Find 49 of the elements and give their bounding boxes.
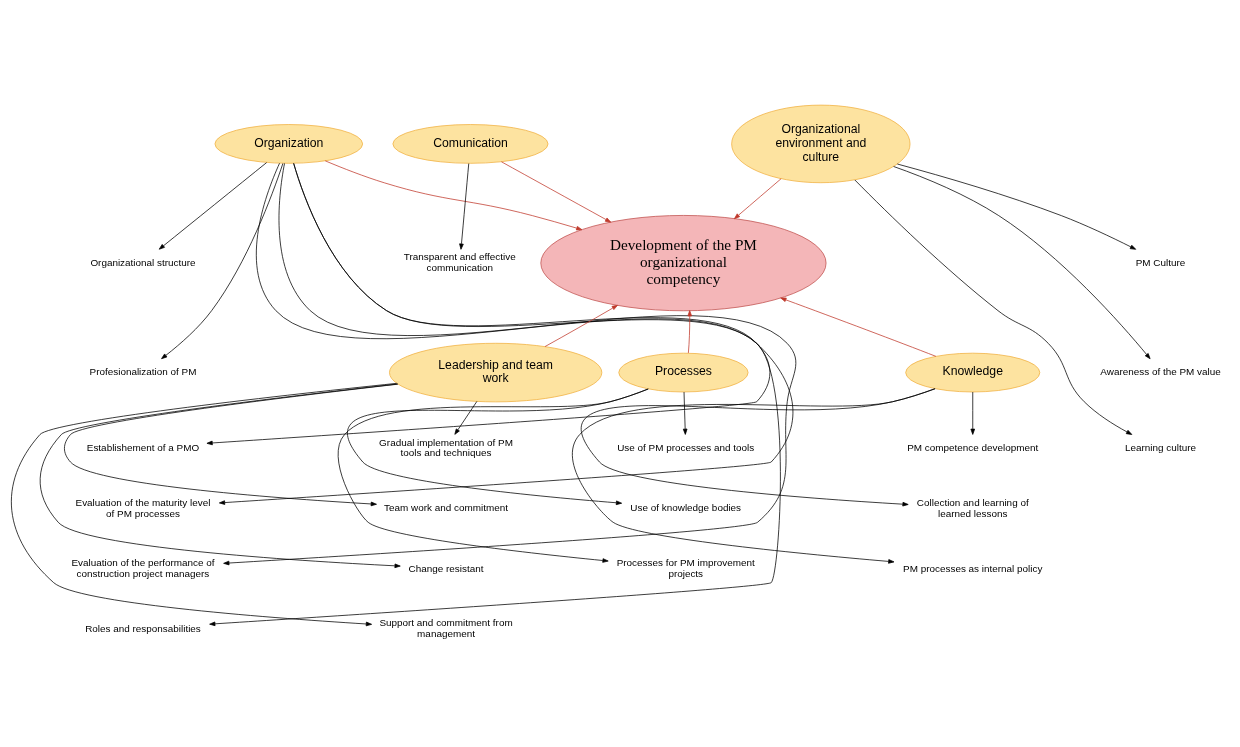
node-text: Processes for PM improvement projects [616, 556, 755, 579]
node-ellipse: Processes [618, 352, 749, 392]
node-text: Establishement of a PMO [86, 441, 200, 453]
node-text: Use of PM processes and tools [617, 441, 755, 453]
node-ellipse: Knowledge [905, 352, 1041, 392]
arrow [39, 383, 401, 568]
arrow [501, 160, 612, 223]
arrow [734, 177, 782, 219]
arrow [161, 162, 284, 359]
arrow [893, 165, 1151, 359]
node-text: Team work and commitment [384, 501, 508, 513]
node-text: Learning culture [1125, 441, 1197, 453]
arrow [454, 400, 478, 435]
node-ellipse: Organizational environment and culture [731, 104, 911, 183]
arrow [209, 162, 781, 626]
node-text: Evaluation of the performance of construction project managers [71, 556, 215, 579]
arrow [682, 391, 688, 435]
arrow [158, 161, 267, 250]
node-ellipse: Leadership and team work [389, 342, 603, 402]
arrow [544, 304, 618, 347]
arrow [970, 391, 975, 435]
arrow [324, 159, 583, 230]
arrow [897, 163, 1137, 250]
arrow [206, 162, 771, 445]
node-text: PM Culture [1135, 256, 1186, 268]
node-text: Transparent and effective communication [403, 250, 516, 273]
node-text: Organizational structure [90, 256, 196, 268]
arrow [337, 388, 649, 563]
arrow [572, 387, 936, 564]
node-text: PM competence development [907, 441, 1039, 453]
arrow [687, 309, 692, 353]
node-text: Gradual implementation of PM tools and techniques [379, 436, 513, 458]
node-text: Use of knowledge bodies [630, 501, 742, 513]
arrow [223, 162, 797, 565]
node-text: PM processes as internal policy [903, 562, 1043, 573]
node-text: Profesionalization of PM [89, 365, 197, 377]
node-text: Collection and learning of learned lessons [916, 496, 1029, 519]
node-text: Change resistant [408, 562, 484, 573]
arrow [11, 382, 398, 626]
arrow [218, 162, 794, 505]
node-text: Evaluation of the maturity level of PM processes [75, 496, 211, 519]
node-ellipse: Comunication [392, 123, 549, 164]
arrow [780, 297, 937, 357]
node-ellipse: Organization [214, 123, 363, 164]
node-text: Awareness of the PM value [1100, 365, 1221, 377]
arrow [459, 162, 470, 250]
node-text: Roles and responsabilities [85, 622, 201, 634]
arrow [854, 179, 1133, 435]
node-text: Support and commitment from management [379, 616, 513, 639]
